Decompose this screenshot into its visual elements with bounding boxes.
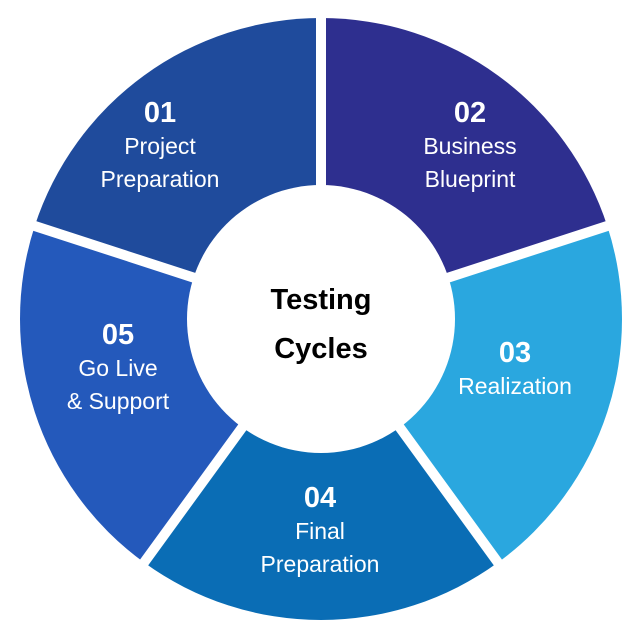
segment-number: 04 <box>303 482 337 514</box>
segment-05-label: 05 Go Live & Support <box>8 318 228 418</box>
segment-number: 05 <box>101 319 135 351</box>
segment-number: 01 <box>143 97 177 129</box>
center-title-line2: Cycles <box>274 333 368 365</box>
segment-title-line1: Project <box>124 133 196 159</box>
segment-title-line2: Preparation <box>100 166 220 192</box>
segment-01-label: 01 Project Preparation <box>50 96 270 196</box>
segment-title-line1: Go Live <box>78 355 158 381</box>
center-circle <box>187 185 455 453</box>
segment-title-line1: Business <box>423 133 517 159</box>
segment-title-line2: Preparation <box>260 551 380 577</box>
segment-title-line1: Realization <box>458 373 572 399</box>
segment-04-label: 04 Final Preparation <box>210 481 430 581</box>
segment-number: 03 <box>498 337 532 369</box>
segment-02-label: 02 Business Blueprint <box>360 96 580 196</box>
segment-title-line1: Final <box>295 518 345 544</box>
segment-title-line2: Blueprint <box>424 166 516 192</box>
segment-03 <box>144 319 498 621</box>
segment-03-label: 03 Realization <box>405 336 625 403</box>
center-title: Testing Cycles <box>221 276 421 374</box>
segment-title-line2: & Support <box>66 388 170 414</box>
segment-number: 02 <box>453 97 487 129</box>
center-title-line1: Testing <box>270 284 372 316</box>
